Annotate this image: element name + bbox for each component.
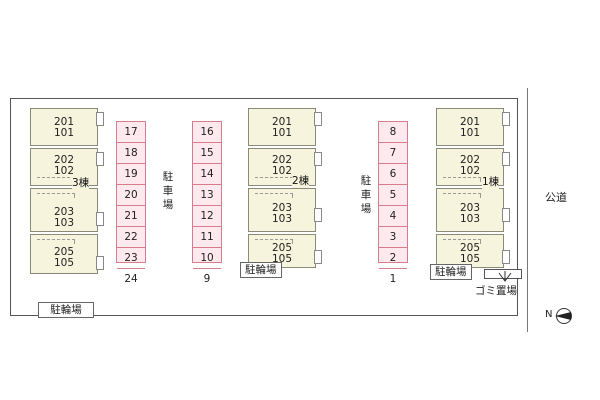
unit-tab (96, 152, 104, 166)
compass-north-icon (555, 308, 572, 324)
public-road-label: 公道 (545, 191, 567, 204)
road-edge-line (527, 88, 528, 332)
parking-slot: 22 (117, 227, 145, 248)
parking-column-17-24: 17 18 19 20 21 22 23 24 (116, 121, 146, 285)
parking-slot: 11 (193, 227, 221, 248)
parking-slot: 8 (379, 122, 407, 143)
unit-tab (502, 152, 510, 166)
parking-slot: 13 (193, 185, 221, 206)
unit-label: 205 105 (53, 246, 75, 269)
parking-slot: 6 (379, 164, 407, 185)
parking-slot: 7 (379, 143, 407, 164)
parking-slot: 21 (117, 206, 145, 227)
building-name: 1棟 (482, 174, 500, 189)
parking-slot: 20 (117, 185, 145, 206)
unit-201-101: 201 101 (436, 108, 504, 146)
parking-slot: 12 (193, 206, 221, 227)
garbage-label: ゴミ置場 (475, 285, 517, 297)
unit-tab (502, 112, 510, 126)
unit-label: 201 101 (459, 116, 481, 139)
parking-slot: 10 (193, 248, 221, 269)
unit-205-105: 205 105 (436, 234, 504, 268)
bike-parking-label: 駐輪場 (38, 302, 94, 318)
unit-tab (314, 208, 322, 222)
unit-tab (502, 250, 510, 264)
unit-202-102: 202 102 (436, 148, 504, 186)
parking-slot: 17 (117, 122, 145, 143)
parking-slot: 14 (193, 164, 221, 185)
unit-label: 202 102 (271, 154, 293, 177)
parking-slot: 24 (124, 273, 138, 285)
unit-tab (96, 212, 104, 226)
parking-column-16-9: 16 15 14 13 12 11 10 9 (192, 121, 222, 285)
unit-label: 201 101 (53, 116, 75, 139)
unit-tab (314, 152, 322, 166)
parking-slot: 9 (203, 273, 211, 285)
unit-203-103: 203 103 (248, 188, 316, 232)
unit-label: 203 103 (53, 206, 75, 229)
parking-slot: 19 (117, 164, 145, 185)
unit-label: 202 102 (53, 154, 75, 177)
unit-tab (96, 112, 104, 126)
unit-label: 205 105 (271, 242, 293, 265)
bike-parking-label: 駐輪場 (430, 264, 472, 280)
building-name: 2棟 (292, 173, 310, 188)
parking-column-8-1: 8 7 6 5 4 3 2 1 (378, 121, 408, 285)
unit-203-103: 203 103 (436, 188, 504, 232)
parking-slot: 4 (379, 206, 407, 227)
parking-slot: 1 (389, 273, 397, 285)
unit-label: 203 103 (271, 202, 293, 225)
unit-203-103: 203 103 (30, 188, 98, 232)
parking-slot: 18 (117, 143, 145, 164)
unit-tab (96, 256, 104, 270)
unit-label: 205 105 (459, 242, 481, 265)
unit-202-102: 202 102 (248, 148, 316, 186)
building-name: 3棟 (72, 175, 90, 190)
parking-label: 駐車場 (162, 171, 174, 211)
unit-label: 201 101 (271, 116, 293, 139)
unit-label: 202 102 (459, 154, 481, 177)
parking-slot: 15 (193, 143, 221, 164)
unit-205-105: 205 105 (30, 234, 98, 274)
parking-slot: 3 (379, 227, 407, 248)
parking-slot: 2 (379, 248, 407, 269)
bike-parking-label: 駐輪場 (240, 262, 282, 278)
parking-slot: 23 (117, 248, 145, 269)
parking-slot: 16 (193, 122, 221, 143)
parking-label: 駐車場 (360, 175, 372, 215)
compass-north-label: N (545, 309, 553, 320)
unit-label: 203 103 (459, 202, 481, 225)
unit-tab (314, 112, 322, 126)
unit-201-101: 201 101 (248, 108, 316, 146)
unit-tab (502, 208, 510, 222)
unit-201-101: 201 101 (30, 108, 98, 146)
garbage-arrow-icon (498, 271, 512, 282)
unit-tab (314, 250, 322, 264)
parking-slot: 5 (379, 185, 407, 206)
